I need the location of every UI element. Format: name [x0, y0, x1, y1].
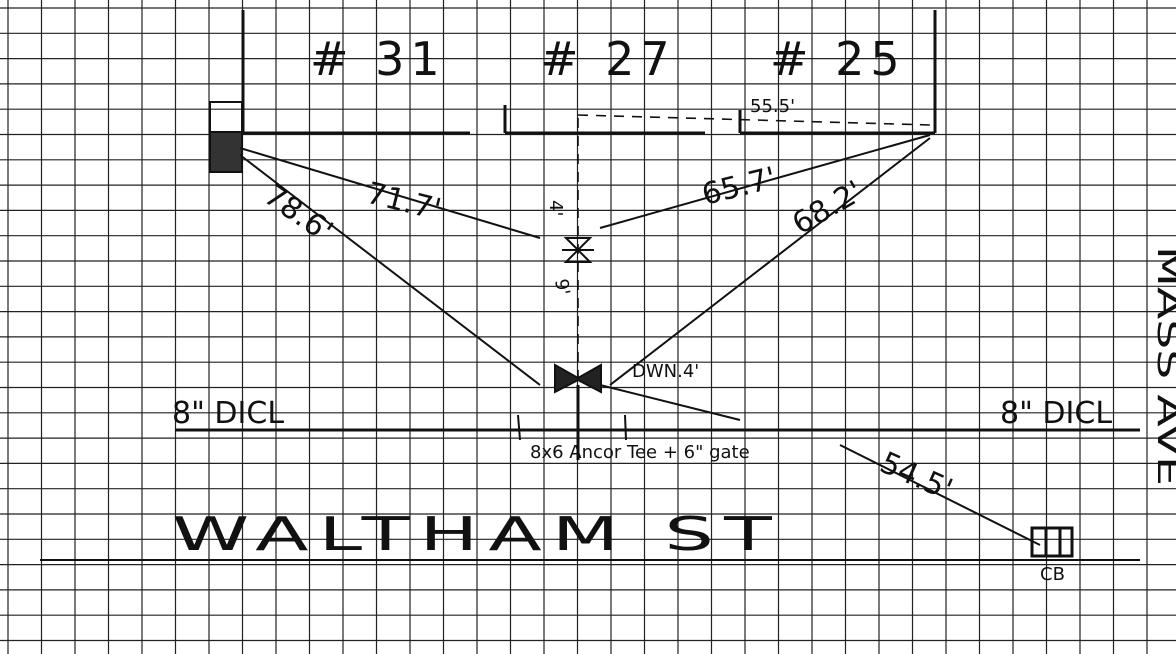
tee-symbol — [554, 363, 602, 394]
corner-to-valve-measurement: 71.7' — [363, 176, 444, 228]
house-number-31: # 31 — [310, 32, 446, 86]
tee-depth-note: DWN.4' — [632, 361, 699, 382]
corner-to-tee-measurement: 78.6' — [257, 178, 339, 250]
fitting-note: 8x6 Ancor Tee + 6" gate — [530, 442, 750, 463]
street-name: WALTHAM ST — [172, 507, 782, 561]
house-number-25: # 25 — [770, 32, 906, 86]
catch-basin-label: CB — [1040, 564, 1065, 585]
right-to-tee-measurement: 68.2' — [787, 174, 869, 242]
tie-lines — [239, 134, 1041, 546]
cross-street-name: MASS AVE — [1150, 246, 1176, 486]
pipe-label-left: 8" DICL — [172, 396, 284, 431]
tee-to-cb-measurement: 54.5' — [875, 445, 958, 507]
catch-basin-symbol — [1030, 526, 1074, 558]
building-corner-marker — [209, 101, 243, 173]
curb-to-valve-measurement: 4' — [545, 200, 566, 216]
frontage-dimension-line — [577, 114, 931, 126]
house-number-27: # 27 — [540, 32, 676, 86]
right-to-valve-measurement: 65.7' — [698, 161, 779, 213]
frontage-measurement: 55.5' — [750, 96, 795, 117]
water-main — [175, 385, 1140, 460]
valve-symbol — [562, 237, 594, 263]
pipe-label-right: 8" DICL — [1000, 396, 1112, 431]
valve-to-tee-measurement: 9' — [550, 277, 574, 297]
